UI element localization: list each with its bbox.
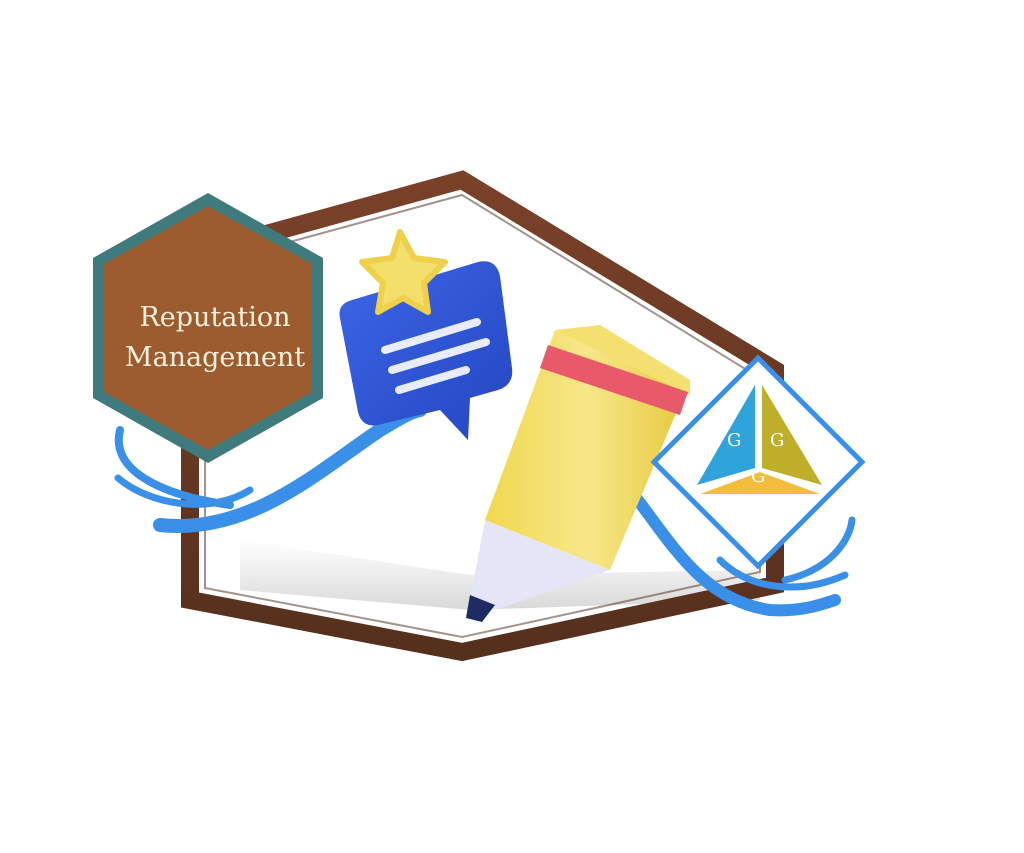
logo-letter-g-left: G xyxy=(727,430,742,451)
badge-title-line1: Reputation xyxy=(139,302,291,333)
badge-title: Reputation Management xyxy=(110,298,320,378)
logo-letter-g-bottom: G xyxy=(751,466,766,487)
logo-letter-g-right: G xyxy=(770,430,785,451)
pencil-icon xyxy=(466,325,690,622)
reputation-badge xyxy=(93,193,323,463)
star-icon xyxy=(359,229,448,315)
badge-title-line2: Management xyxy=(124,342,306,373)
ggg-logo xyxy=(650,354,866,570)
ribbon-right xyxy=(624,484,856,617)
